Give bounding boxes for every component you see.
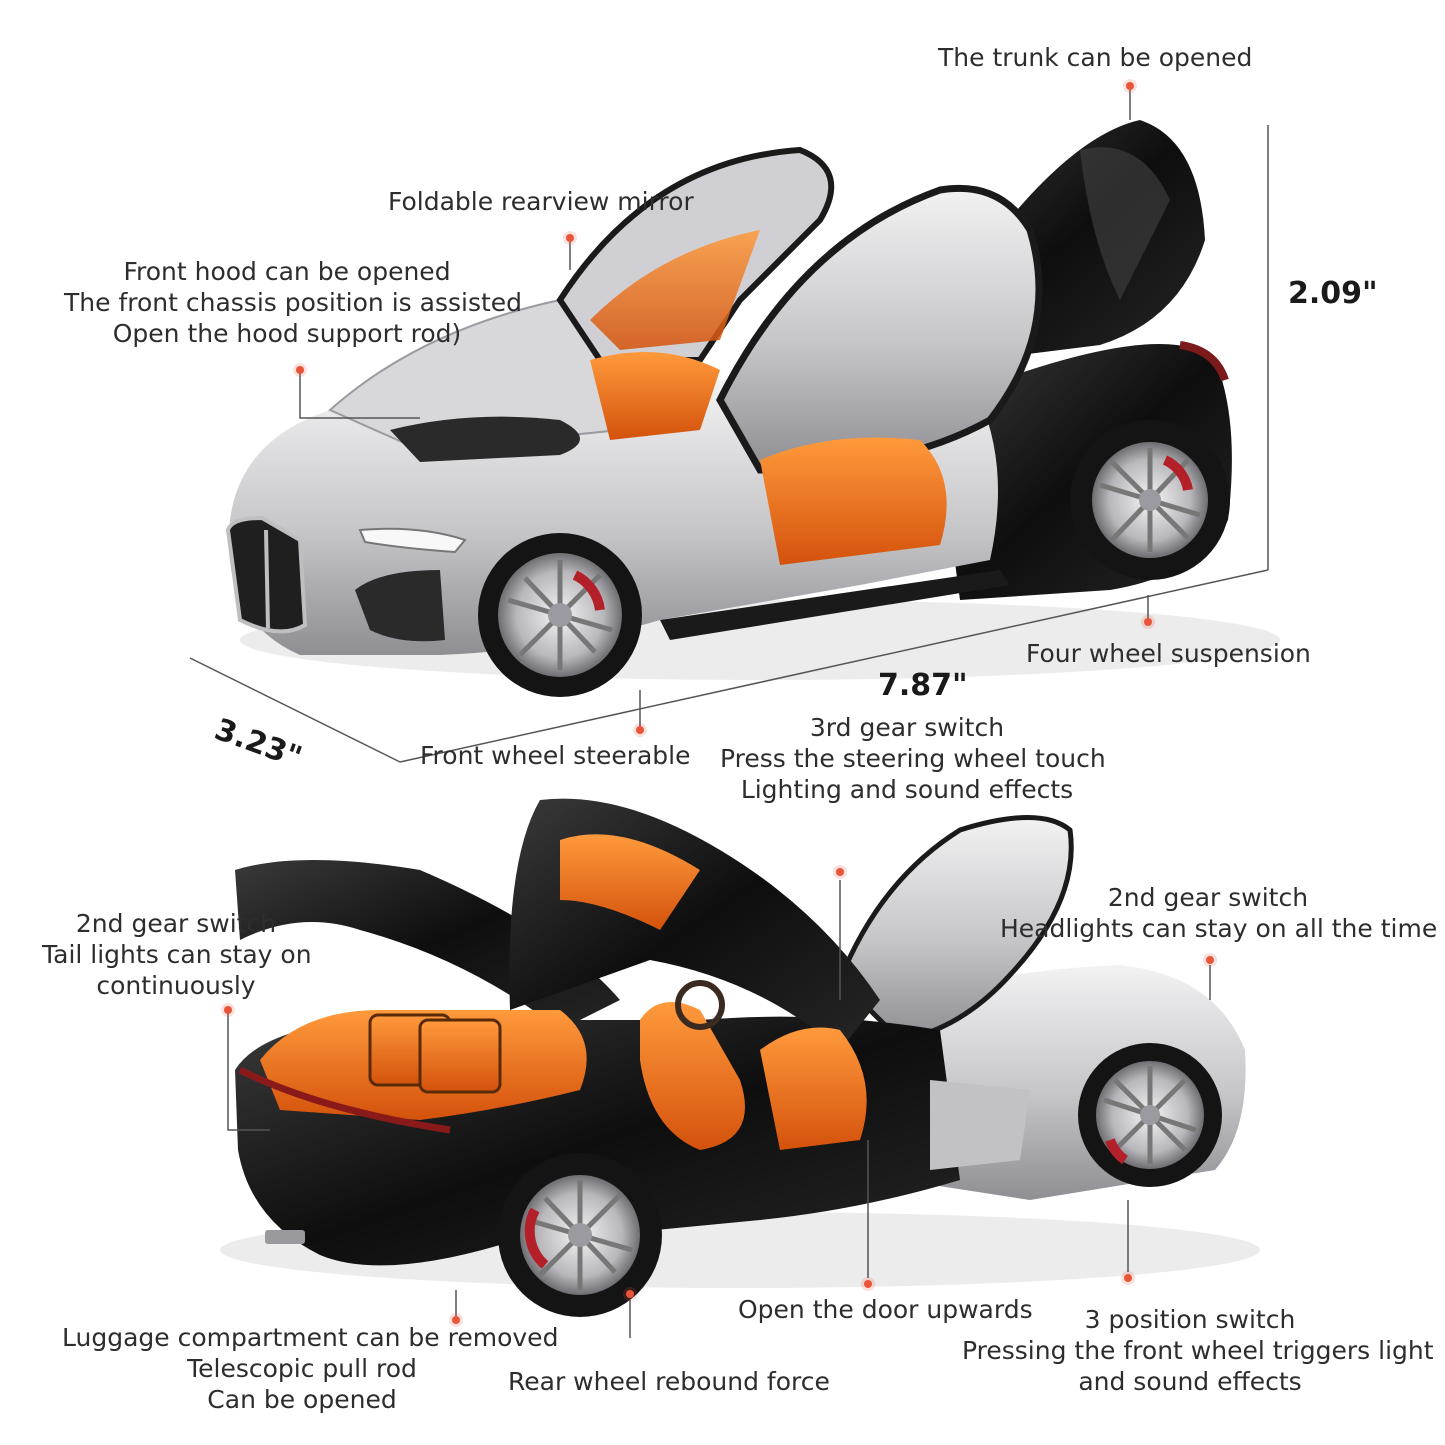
callout-rebound: Rear wheel rebound force (508, 1367, 830, 1396)
callout-dot-gear2-head (1206, 956, 1214, 964)
callout-dot-front-wheel (636, 726, 644, 734)
callout-trunk: The trunk can be opened (938, 43, 1253, 72)
callout-front-wheel: Front wheel steerable (420, 741, 691, 770)
callout-dot-hood (296, 366, 304, 374)
dimension-height: 2.09" (1288, 276, 1378, 311)
callout-dot-mirror (566, 234, 574, 242)
callout-dot-door (864, 1280, 872, 1288)
callout-dot-gear3 (836, 868, 844, 876)
leader-lines-bottom (227, 880, 1211, 1338)
callout-dot-rebound (626, 1290, 634, 1298)
callout-dot-luggage (452, 1316, 460, 1324)
callout-gear2-headlights: 2nd gear switch Headlights can stay on a… (1000, 883, 1438, 943)
callout-gear3: 3rd gear switch Press the steering wheel… (720, 713, 1106, 804)
callout-dot-suspension (1144, 618, 1152, 626)
callout-door: Open the door upwards (738, 1295, 1033, 1324)
callout-dot-trunk (1126, 82, 1134, 90)
dimension-lines (189, 88, 1269, 763)
dimension-length: 7.87" (878, 668, 968, 703)
callout-dot-gear2-tail (224, 1006, 232, 1014)
callout-luggage: Luggage compartment can be removed Teles… (62, 1323, 559, 1414)
top-car (225, 120, 1280, 697)
callout-mirror: Foldable rearview mirror (388, 187, 694, 216)
callout-dot-pos3 (1124, 1274, 1132, 1282)
callout-suspension: Four wheel suspension (1026, 639, 1311, 668)
callout-hood: Front hood can be opened The front chass… (64, 257, 523, 348)
bottom-car (220, 798, 1260, 1317)
callout-3-position-switch: 3 position switch Pressing the front whe… (962, 1305, 1434, 1396)
callout-gear2-taillights: 2nd gear switch Tail lights can stay on … (42, 909, 312, 1000)
